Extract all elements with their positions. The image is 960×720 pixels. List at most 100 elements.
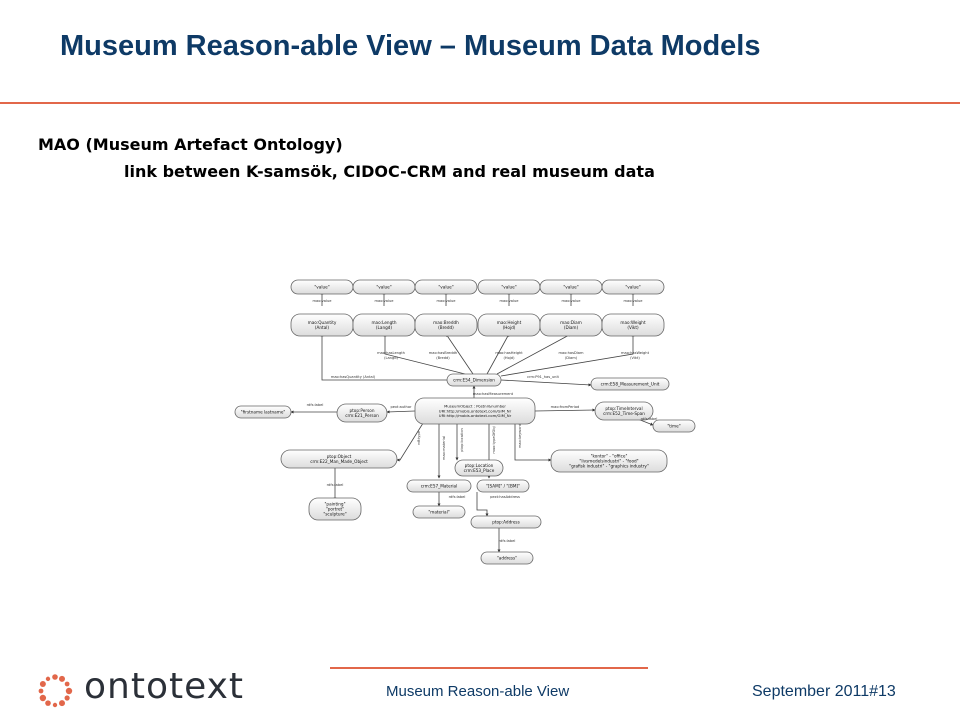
- museum-object-node-text: URI:http://mobis.ontotext.com/GIM_Nr: [439, 408, 512, 413]
- vertical-edge-label: mao:typeOfObj: [492, 426, 496, 453]
- footer-center-text: Museum Reason-able View: [386, 683, 570, 700]
- rdfs-label: rdfs:label: [641, 417, 658, 421]
- office-node-text: "livsmedelsindustri" - "food": [579, 458, 638, 463]
- value-edge-label: mao:value: [313, 299, 333, 303]
- ontotext-logo-icon: [38, 674, 73, 708]
- value-node: "value": [477, 279, 541, 295]
- quantity-node-text: (Langd): [376, 325, 393, 330]
- unit-node-text: crm:E58_Measurement_Unit: [601, 381, 660, 386]
- quantity-node-text: mao:Length: [371, 320, 396, 325]
- has-dimension-label: mao:hasMeasurement: [473, 392, 514, 396]
- footer-date-page: September 2011#13: [752, 683, 896, 700]
- rdfs-label: rdfs:label: [499, 539, 516, 543]
- footer-divider: [330, 667, 648, 669]
- quantity-node: mao:Length(Langd): [352, 313, 416, 337]
- quantity-edge-label: (Hojd): [504, 356, 516, 360]
- object-types-node-text: "painting": [324, 501, 345, 506]
- object-node-text: crm:E22_Man_Made_Object: [310, 459, 368, 464]
- quantity-node-text: (Antal): [315, 325, 330, 330]
- value-node: "value": [352, 279, 416, 295]
- value-node-text: "value": [563, 284, 578, 289]
- logo-dot: [45, 676, 51, 682]
- object-types-node-text: "sculpture": [323, 512, 346, 517]
- quantity-edge-label: mao:hasDiam: [559, 351, 584, 355]
- quantity-edge-label: (Diam): [565, 356, 578, 360]
- place-node-text: crm:E53_Place: [464, 468, 495, 473]
- quantity-node: mao:Breddh(Bredd): [414, 313, 478, 337]
- quantity-edge-label: (Langd): [384, 356, 398, 360]
- material-value-node: "material": [412, 505, 466, 519]
- quantity-node: mao:Weight(Vikt): [601, 313, 665, 337]
- logo-wordmark: ontotext: [84, 666, 245, 707]
- value-node: "value": [601, 279, 665, 295]
- rdfs-label: rdfs:label: [327, 483, 344, 487]
- quantity-edge-label: (Bredd): [436, 356, 450, 360]
- logo-dot: [39, 694, 47, 702]
- value-edge-label: mao:value: [562, 299, 582, 303]
- has-unit-label: crm:P91_has_unit: [527, 375, 559, 379]
- logo-dot: [38, 688, 44, 694]
- quantity-node-text: mao:Quantity: [308, 320, 337, 325]
- museum-object-node-text: MuseumObject : Postnr&number: [444, 404, 506, 409]
- object-types-node-text: "portret": [326, 506, 344, 511]
- mao-ontology-diagram: "value" mao:Quantity(Antal) "value" mao:Len…: [234, 279, 696, 565]
- office-node-text: "grafisk industri" - "graphics industry": [569, 464, 649, 469]
- dimension-node-text: crm:E54_Dimension: [453, 377, 495, 382]
- object-types-node: "painting""portret""sculpture": [308, 497, 362, 521]
- logo-dot: [45, 700, 51, 706]
- address-node: ptop:Address: [470, 515, 542, 529]
- office-node-text: "kontor" - "office": [591, 453, 628, 458]
- quantity-node: mao:Quantity(Antal): [290, 313, 354, 337]
- value-node-text: "value": [438, 284, 453, 289]
- material-node: crm:E57_Material: [406, 479, 472, 493]
- slide-title: Museum Reason-able View – Museum Data Mo…: [60, 30, 761, 62]
- quantity-edge-label: mao:hasBreddh: [429, 351, 457, 355]
- quantity-edge-label: (Vikt): [630, 356, 640, 360]
- value-node-text: "value": [501, 284, 516, 289]
- value-node-text: "value": [314, 284, 329, 289]
- quantity-node-text: (Diam): [564, 325, 579, 330]
- person-node-text: crm:E21_Person: [345, 413, 379, 418]
- fullname-node: "firstname lastname": [234, 405, 292, 419]
- place-node-text: ptop:Location: [465, 463, 494, 468]
- quantity-edge-label: mao:hasHeight: [495, 351, 523, 355]
- logo-dot: [65, 687, 73, 695]
- person-edge-label: pext:author: [390, 405, 412, 409]
- logo-dots: [38, 674, 73, 708]
- quantity-node: mao:Height(Hojd): [477, 313, 541, 337]
- dimension-node: crm:E54_Dimension: [446, 373, 502, 387]
- sam-node-text: "[SAM]" / "[BM]": [486, 483, 520, 488]
- material-node-text: crm:E57_Material: [421, 483, 458, 488]
- rdfs-label: rdfs:label: [307, 403, 324, 407]
- quantity-node: mao:Diam(Diam): [539, 313, 603, 337]
- quantity-node-text: mao:Height: [497, 320, 522, 325]
- value-edge-label: mao:value: [437, 299, 457, 303]
- logo-dot: [64, 681, 70, 687]
- museum-object-node-text: URI:http://mobis.ontotext.com/GIM_Nr: [439, 413, 512, 418]
- address-node-text: ptop:Address: [492, 519, 520, 524]
- time-node-text: ptop:TimeInterval: [605, 406, 642, 411]
- unit-node: crm:E58_Measurement_Unit: [590, 377, 670, 391]
- museum-object-node: MuseumObject : Postnr&numberURI:http://m…: [414, 397, 536, 425]
- time-value-node-text: "time": [667, 423, 680, 428]
- diagram-edge-labels: mao:value mao:value mao:value mao:value mao:…: [307, 299, 658, 543]
- value-node: "value": [290, 279, 354, 295]
- quantity-edge-label: mao:hasWeight: [621, 351, 650, 355]
- quantity-node-text: (Bredd): [438, 325, 454, 330]
- value-edge-label: mao:value: [500, 299, 520, 303]
- time-value-node: "time": [652, 419, 696, 433]
- value-edge-label: mao:value: [375, 299, 395, 303]
- quantity-node-text: (Vikt): [627, 325, 639, 330]
- logo-dot: [39, 681, 46, 687]
- logo-dot: [52, 674, 58, 680]
- office-node: "kontor" - "office""livsmedelsindustri" …: [550, 449, 668, 473]
- value-node-text: "value": [376, 284, 391, 289]
- person-node-text: ptop:Person: [349, 408, 374, 413]
- quantity-node-text: mao:Breddh: [433, 320, 459, 325]
- quantity-node-text: mao:Weight: [620, 320, 646, 325]
- quantity-edge-label: mao:hasLength: [377, 351, 405, 355]
- diagram-nodes: "value" mao:Quantity(Antal) "value" mao:Len…: [234, 279, 696, 565]
